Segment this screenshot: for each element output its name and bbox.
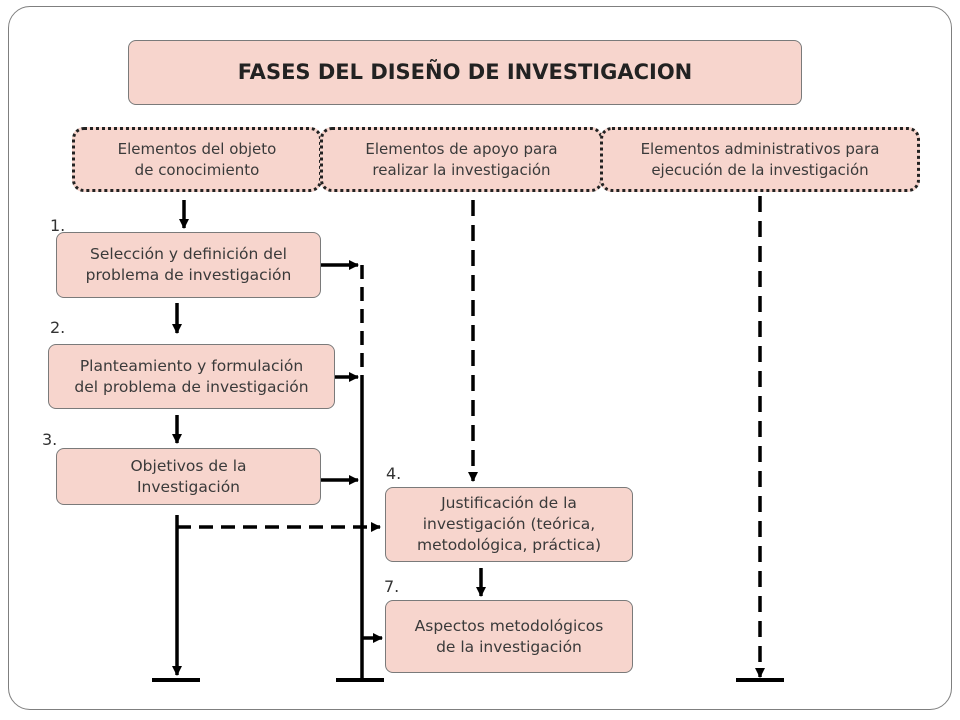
category-administrative-elements: Elementos administrativos para ejecución… xyxy=(600,127,920,192)
step2-box: Planteamiento y formulación del problema… xyxy=(48,344,335,409)
step1-number: 1. xyxy=(50,216,66,235)
step4-number: 4. xyxy=(386,464,402,483)
step7-number: 7. xyxy=(384,577,400,596)
slide-frame xyxy=(8,6,952,710)
category-support-elements: Elementos de apoyo para realizar la inve… xyxy=(320,127,603,192)
step4-box: Justificación de la investigación (teóri… xyxy=(385,487,633,562)
category-object-of-knowledge: Elementos del objeto de conocimiento xyxy=(72,127,322,192)
step2-number: 2. xyxy=(50,318,66,337)
step3-box: Objetivos de la Investigación xyxy=(56,448,321,505)
step3-number: 3. xyxy=(42,430,58,449)
step7-box: Aspectos metodológicos de la investigaci… xyxy=(385,600,633,673)
diagram-title: FASES DEL DISEÑO DE INVESTIGACION xyxy=(128,40,802,105)
step1-box: Selección y definición del problema de i… xyxy=(56,232,321,298)
